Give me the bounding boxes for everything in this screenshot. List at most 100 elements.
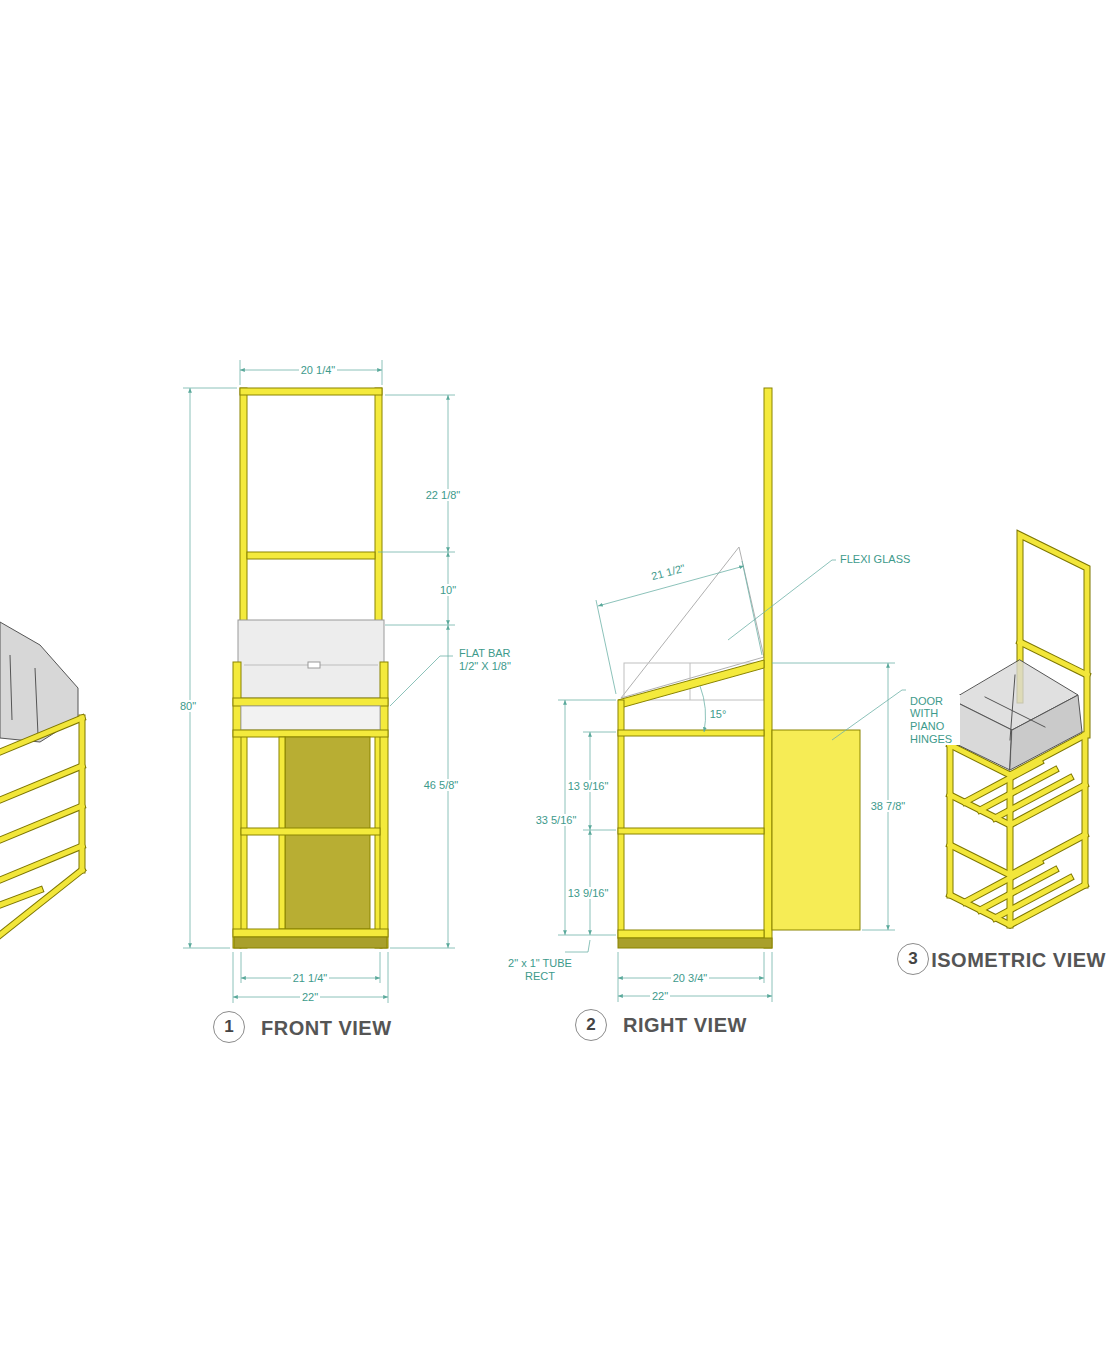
right-view-dimensions-part xyxy=(558,935,616,936)
partial-isometric-part xyxy=(10,655,12,720)
isometric-view-part xyxy=(950,535,1087,925)
dimension-text: 21 1/2" xyxy=(648,561,688,583)
partial-isometric-part-part xyxy=(0,718,82,752)
callout-number: 2 xyxy=(586,1015,595,1035)
dimension-text: 20 1/4" xyxy=(299,364,338,377)
partial-isometric-part-part xyxy=(0,846,82,880)
dimension-text: 80" xyxy=(178,700,198,713)
front-view-frame-part xyxy=(233,698,388,706)
view-number-circle: 2 xyxy=(575,1009,607,1041)
right-view-dimensions-part xyxy=(862,930,895,931)
right-view-frame-part xyxy=(618,938,772,948)
view-title: RIGHT VIEW xyxy=(621,1014,749,1037)
dimension-text: 20 3/4" xyxy=(671,972,710,985)
partial-isometric-part xyxy=(0,718,82,935)
isometric-view-part-part xyxy=(948,745,953,895)
right-view-dimensions-part xyxy=(700,686,706,732)
callout-number: 1 xyxy=(224,1017,233,1037)
front-view-frame-part xyxy=(238,620,384,698)
dimension-text: 22" xyxy=(650,990,670,1003)
view-title: ISOMETRIC VIEW xyxy=(929,949,1108,972)
right-view-frame-part xyxy=(618,930,764,938)
front-view-frame-part xyxy=(241,706,380,730)
right-view-frame-part xyxy=(764,388,772,948)
dimension-text: 22" xyxy=(300,991,320,1004)
partial-isometric-part xyxy=(0,718,82,935)
dimension-text: 21 1/4" xyxy=(291,972,330,985)
partial-isometric xyxy=(0,622,82,935)
callout-note: FLAT BAR 1/2" X 1/8" xyxy=(457,647,533,672)
callout-number: 3 xyxy=(908,949,917,969)
isometric-view-part-part xyxy=(1082,735,1089,885)
dimension-text: 46 5/8" xyxy=(422,779,461,792)
front-view-dimensions-part xyxy=(183,388,237,389)
front-view-dimensions-part xyxy=(385,625,455,626)
right-view-dimensions-part xyxy=(618,996,772,997)
partial-isometric-part-part xyxy=(0,890,40,905)
front-view-frame-part xyxy=(234,937,387,948)
front-view-frame xyxy=(233,388,388,948)
partial-isometric-part-part xyxy=(0,766,82,800)
right-view-frame-part xyxy=(618,730,764,736)
partial-isometric-part-part xyxy=(0,846,82,880)
view-title: FRONT VIEW xyxy=(259,1017,394,1040)
callout-note: DOOR WITH PIANO HINGES xyxy=(908,695,960,746)
dimension-text: 38 7/8" xyxy=(869,800,908,813)
isometric-view-part-part xyxy=(950,835,1085,875)
dimension-text: 10" xyxy=(438,584,458,597)
view-number-circle: 1 xyxy=(213,1011,245,1043)
front-view-dimensions-part xyxy=(390,948,455,949)
isometric-view xyxy=(950,535,1087,925)
front-view-dimensions xyxy=(183,360,455,1003)
front-view-frame-part xyxy=(233,929,388,937)
right-view-dimensions-part xyxy=(728,560,836,640)
partial-isometric-part-part xyxy=(0,870,82,935)
isometric-view-part-part xyxy=(995,878,1070,918)
partial-isometric-part-part xyxy=(0,890,40,905)
right-view-dimensions-part xyxy=(565,940,590,952)
right-view-frame-part xyxy=(772,730,860,930)
front-view-frame-part xyxy=(247,552,375,559)
isometric-view-part-part xyxy=(950,835,1085,875)
dimension-text: 15° xyxy=(708,708,729,721)
partial-isometric-part-part xyxy=(0,806,82,840)
front-view-frame-part xyxy=(233,730,388,737)
isometric-view-part-part xyxy=(1010,695,1082,770)
right-view-dimensions-part xyxy=(742,561,762,655)
right-view-dimensions-part xyxy=(583,732,616,733)
right-view-dimensions-part xyxy=(558,700,616,701)
right-view-frame-part xyxy=(618,660,764,707)
front-view-dimensions-part xyxy=(390,656,453,706)
front-view-dimensions-part xyxy=(233,952,234,1003)
front-view-dimensions-part xyxy=(388,952,389,1003)
isometric-view-part xyxy=(950,535,1087,925)
front-view-frame-part xyxy=(308,662,320,668)
right-view-dimensions-part xyxy=(583,830,616,831)
callout-note: 2" x 1" TUBE RECT xyxy=(504,957,576,982)
front-view-dimensions-part xyxy=(448,395,449,552)
partial-isometric-part-part xyxy=(0,718,82,752)
partial-isometric-part-part xyxy=(0,806,82,840)
view-number-circle: 3 xyxy=(897,943,929,975)
right-view-dimensions-part xyxy=(888,663,889,930)
isometric-view-part-part xyxy=(995,778,1070,818)
partial-isometric-part xyxy=(35,668,38,735)
front-view-dimensions-part xyxy=(240,360,241,385)
right-view-frame-part xyxy=(621,547,764,698)
right-view-dimensions-part xyxy=(596,600,616,694)
callout-note: FLEXI GLASS xyxy=(838,553,912,566)
isometric-view-part-part xyxy=(1010,675,1015,740)
right-view-dimensions-part xyxy=(832,690,906,740)
front-view-frame-part xyxy=(241,828,380,835)
front-view-dimensions-part xyxy=(190,388,191,948)
front-view-dimensions-part xyxy=(382,360,383,385)
right-view-dimensions-part xyxy=(618,952,619,1002)
right-view-dimensions-part xyxy=(590,830,591,935)
dimension-text: 22 1/8" xyxy=(424,489,463,502)
isometric-view-part-part xyxy=(952,700,1012,770)
isometric-view-part-part xyxy=(985,697,1045,727)
right-view-frame xyxy=(618,388,860,948)
right-view-dimensions-part xyxy=(772,663,895,664)
isometric-view-part-part xyxy=(1083,735,1088,885)
